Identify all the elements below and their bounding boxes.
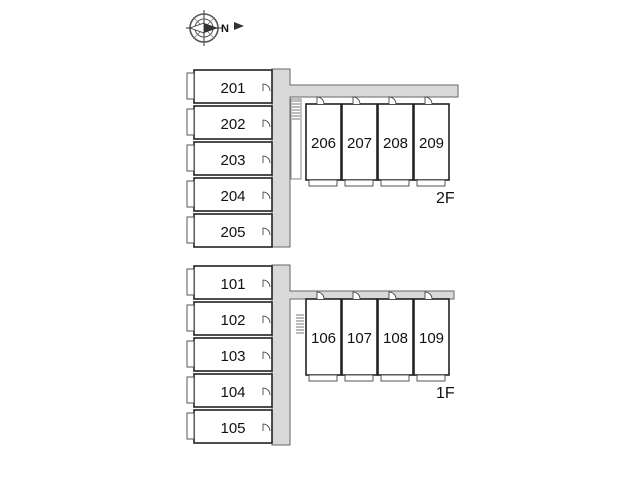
unit-number: 206 (311, 135, 336, 152)
door-icon (316, 96, 325, 105)
unit-108: 108 (377, 291, 414, 382)
balcony (186, 412, 195, 440)
balcony (186, 72, 195, 100)
floor-1f: 101 102 103 104 105 106 107 108 109 1F (186, 264, 455, 446)
unit-outline (193, 141, 273, 176)
unit-outline (193, 177, 273, 212)
unit-number: 208 (383, 135, 408, 152)
unit-outline (193, 301, 273, 336)
unit-209: 209 (413, 96, 450, 187)
balcony (380, 179, 410, 187)
unit-number: 105 (220, 420, 245, 437)
unit-outline (305, 103, 342, 181)
unit-number: 109 (419, 330, 444, 347)
balcony (186, 108, 195, 136)
unit-205: 205 (186, 213, 273, 248)
north-arrow-icon (234, 22, 244, 30)
balcony (416, 179, 446, 187)
door-icon (424, 96, 433, 105)
unit-101: 101 (186, 265, 273, 300)
unit-102: 102 (186, 301, 273, 336)
unit-104: 104 (186, 373, 273, 408)
balcony (308, 374, 338, 382)
unit-outline (193, 409, 273, 444)
unit-outline (193, 69, 273, 104)
unit-number: 207 (347, 135, 372, 152)
door-icon (262, 119, 271, 128)
door-icon (262, 227, 271, 236)
corridor (271, 68, 459, 248)
stairs-icon (292, 100, 300, 120)
compass-north-label: N (221, 23, 229, 35)
unit-outline (377, 298, 414, 376)
unit-number: 106 (311, 330, 336, 347)
unit-107: 107 (341, 291, 378, 382)
unit-outline (341, 103, 378, 181)
door-icon (262, 191, 271, 200)
unit-207: 207 (341, 96, 378, 187)
door-icon (262, 351, 271, 360)
unit-208: 208 (377, 96, 414, 187)
unit-number: 104 (220, 384, 245, 401)
balcony (186, 144, 195, 172)
door-icon (262, 423, 271, 432)
unit-number: 103 (220, 348, 245, 365)
door-icon (262, 155, 271, 164)
door-icon (352, 291, 361, 300)
floor-2f: 201 202 203 204 205 206 207 208 209 2F (186, 68, 459, 248)
unit-outline (305, 298, 342, 376)
door-icon (388, 96, 397, 105)
unit-203: 203 (186, 141, 273, 176)
door-icon (262, 387, 271, 396)
balcony (308, 179, 338, 187)
unit-outline (193, 105, 273, 140)
stairs-icon (296, 314, 304, 334)
balcony (344, 374, 374, 382)
unit-number: 102 (220, 312, 245, 329)
floor-label: 2F (436, 190, 455, 207)
floor-label: 1F (436, 385, 455, 402)
unit-outline (193, 373, 273, 408)
door-icon (262, 279, 271, 288)
balcony (344, 179, 374, 187)
unit-105: 105 (186, 409, 273, 444)
unit-206: 206 (305, 96, 342, 187)
door-icon (262, 315, 271, 324)
unit-number: 205 (220, 224, 245, 241)
corridor (271, 264, 455, 446)
balcony (186, 376, 195, 404)
door-icon (262, 83, 271, 92)
unit-number: 108 (383, 330, 408, 347)
unit-204: 204 (186, 177, 273, 212)
unit-number: 204 (220, 188, 245, 205)
balcony (380, 374, 410, 382)
unit-number: 201 (220, 80, 245, 97)
unit-outline (413, 103, 450, 181)
unit-number: 209 (419, 135, 444, 152)
unit-109: 109 (413, 291, 450, 382)
door-icon (424, 291, 433, 300)
balcony (186, 340, 195, 368)
balcony (186, 180, 195, 208)
unit-outline (341, 298, 378, 376)
unit-106: 106 (305, 291, 342, 382)
unit-103: 103 (186, 337, 273, 372)
unit-202: 202 (186, 105, 273, 140)
balcony (186, 304, 195, 332)
balcony (186, 268, 195, 296)
compass-rose-icon (186, 10, 222, 46)
door-icon (388, 291, 397, 300)
door-icon (316, 291, 325, 300)
balcony (416, 374, 446, 382)
unit-number: 101 (220, 276, 245, 293)
balcony (186, 216, 195, 244)
unit-201: 201 (186, 69, 273, 104)
door-icon (352, 96, 361, 105)
unit-number: 203 (220, 152, 245, 169)
unit-number: 202 (220, 116, 245, 133)
unit-number: 107 (347, 330, 372, 347)
corridor-rail (290, 98, 302, 180)
